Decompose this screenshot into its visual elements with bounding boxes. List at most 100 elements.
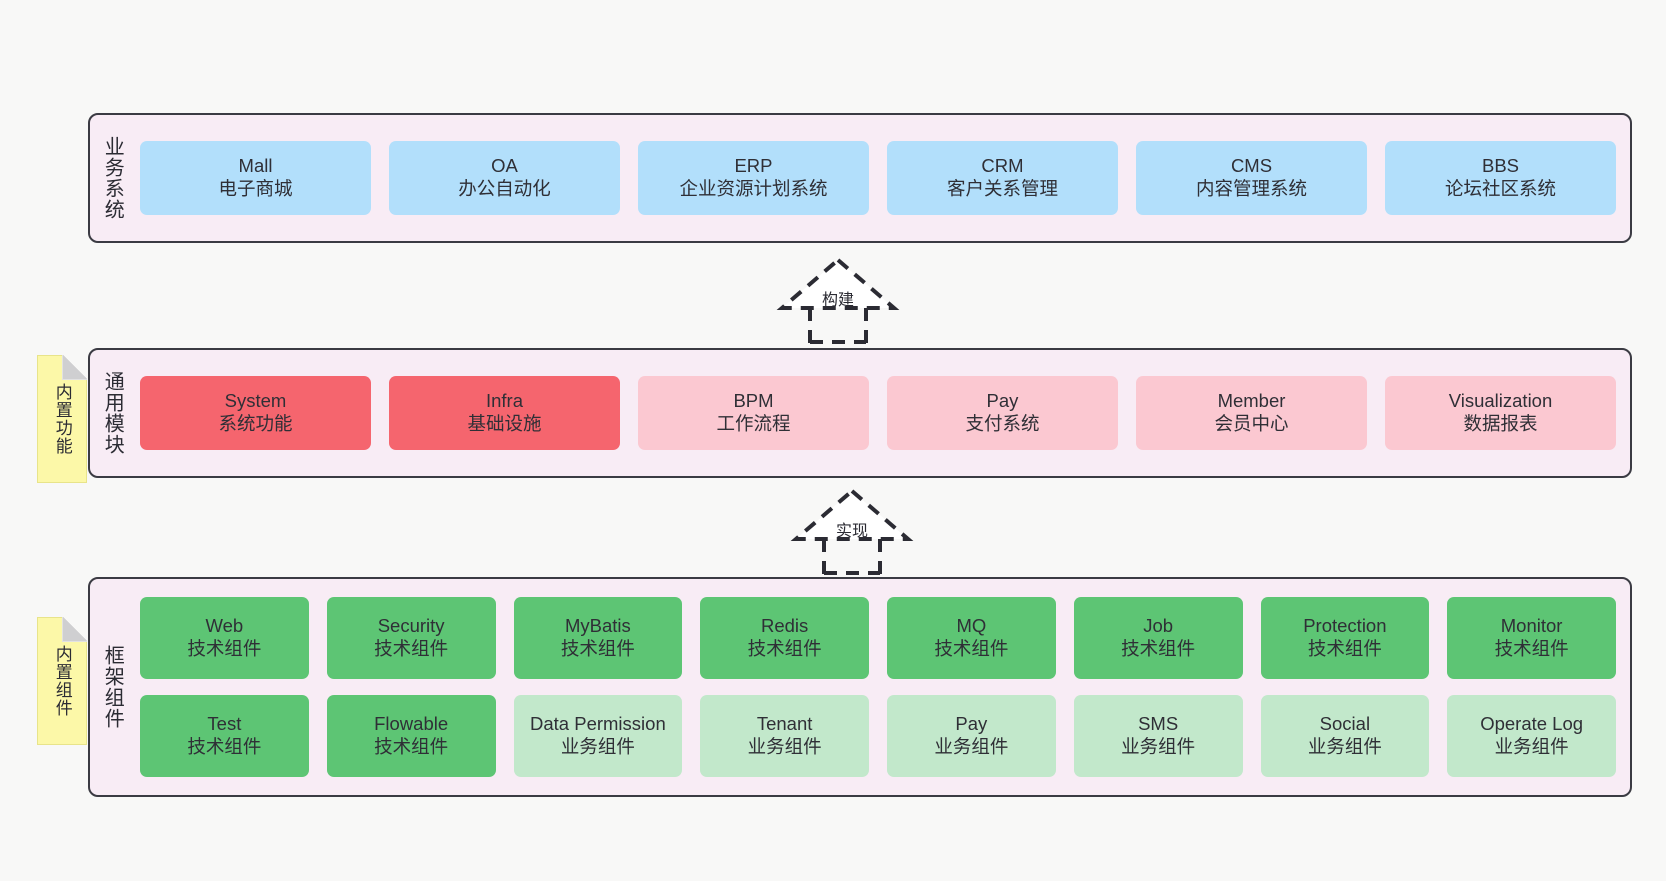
connector-realize-arrow [790, 488, 914, 575]
card-subtitle: 内容管理系统 [1195, 178, 1307, 199]
card-subtitle: 系统功能 [218, 413, 293, 434]
framework-card-data-permission[interactable]: Data Permission 业务组件 [513, 695, 683, 777]
framework-tech-row: Web 技术组件 Security 技术组件 MyBatis 技术组件 Redi… [140, 597, 1616, 679]
framework-card-redis[interactable]: Redis 技术组件 [700, 597, 869, 679]
card-title: Member [1217, 390, 1286, 412]
card-title: Pay [986, 390, 1019, 412]
module-card-pay[interactable]: Pay 支付系统 [887, 376, 1118, 450]
layer-business-title: 业务系统 [101, 136, 124, 220]
generalization-triangle-icon [776, 257, 900, 310]
card-title: MyBatis [564, 615, 631, 637]
sticky-note-builtin-features: 内置功能 [37, 355, 87, 483]
dashed-stem [808, 308, 868, 344]
card-title: Security [377, 615, 445, 637]
layer-modules-body: System 系统功能 Infra 基础设施 BPM 工作流程 Pay 支付系统… [134, 350, 1630, 476]
module-card-system[interactable]: System 系统功能 [140, 376, 371, 450]
card-subtitle: 技术组件 [374, 638, 449, 659]
business-card-erp[interactable]: ERP 企业资源计划系统 [638, 141, 869, 215]
connector-build: 构建 [758, 257, 918, 344]
layer-framework-components: 框架组件 Web 技术组件 Security 技术组件 MyBatis 技术组件… [88, 577, 1632, 797]
framework-card-flowable[interactable]: Flowable 技术组件 [326, 695, 496, 777]
card-subtitle: 技术组件 [747, 638, 822, 659]
modules-row: System 系统功能 Infra 基础设施 BPM 工作流程 Pay 支付系统… [140, 376, 1616, 450]
card-title: Test [207, 713, 242, 735]
card-title: Redis [760, 615, 809, 637]
card-subtitle: 工作流程 [716, 413, 791, 434]
module-card-visualization[interactable]: Visualization 数据报表 [1385, 376, 1616, 450]
dashed-stem [822, 539, 882, 575]
connector-build-arrow [776, 257, 900, 344]
card-title: Job [1143, 615, 1174, 637]
card-subtitle: 基础设施 [467, 413, 542, 434]
card-title: BBS [1481, 155, 1520, 177]
business-card-cms[interactable]: CMS 内容管理系统 [1136, 141, 1367, 215]
card-subtitle: 技术组件 [1307, 638, 1382, 659]
framework-biz-row: Test 技术组件 Flowable 技术组件 Data Permission … [140, 695, 1616, 777]
card-title: Flowable [374, 713, 449, 735]
module-card-bpm[interactable]: BPM 工作流程 [638, 376, 869, 450]
framework-card-operate-log[interactable]: Operate Log 业务组件 [1447, 695, 1616, 777]
framework-card-protection[interactable]: Protection 技术组件 [1260, 597, 1430, 679]
framework-card-pay[interactable]: Pay 业务组件 [887, 695, 1056, 777]
connector-build-label: 构建 [821, 292, 855, 309]
layer-common-modules: 通用模块 System 系统功能 Infra 基础设施 BPM 工作流程 Pay… [88, 348, 1632, 478]
card-title: Web [205, 615, 244, 637]
module-card-member[interactable]: Member 会员中心 [1136, 376, 1367, 450]
card-subtitle: 业务组件 [934, 736, 1009, 757]
card-subtitle: 业务组件 [1307, 736, 1382, 757]
card-title: Operate Log [1480, 713, 1584, 735]
layer-business-body: Mall 电子商城 OA 办公自动化 ERP 企业资源计划系统 CRM 客户关系… [134, 115, 1630, 241]
framework-card-security[interactable]: Security 技术组件 [326, 597, 496, 679]
card-title: Pay [955, 713, 988, 735]
card-title: Monitor [1500, 615, 1563, 637]
card-title: Data Permission [530, 713, 666, 735]
card-title: ERP [734, 155, 773, 177]
card-subtitle: 办公自动化 [458, 178, 551, 199]
card-subtitle: 技术组件 [1494, 638, 1569, 659]
layer-business-system: 业务系统 Mall 电子商城 OA 办公自动化 ERP 企业资源计划系统 CRM… [88, 113, 1632, 243]
card-subtitle: 企业资源计划系统 [679, 178, 828, 199]
module-card-infra[interactable]: Infra 基础设施 [389, 376, 620, 450]
framework-card-web[interactable]: Web 技术组件 [140, 597, 309, 679]
card-title: MQ [956, 615, 987, 637]
framework-card-job[interactable]: Job 技术组件 [1073, 597, 1243, 679]
business-card-crm[interactable]: CRM 客户关系管理 [887, 141, 1118, 215]
business-row: Mall 电子商城 OA 办公自动化 ERP 企业资源计划系统 CRM 客户关系… [140, 141, 1616, 215]
card-title: BPM [733, 390, 774, 412]
business-card-bbs[interactable]: BBS 论坛社区系统 [1385, 141, 1616, 215]
card-title: SMS [1138, 713, 1179, 735]
generalization-triangle-icon [790, 488, 914, 541]
framework-card-monitor[interactable]: Monitor 技术组件 [1447, 597, 1616, 679]
card-title: System [224, 390, 287, 412]
layer-framework-title: 框架组件 [101, 645, 124, 729]
framework-card-test[interactable]: Test 技术组件 [140, 695, 309, 777]
card-subtitle: 技术组件 [187, 736, 262, 757]
connector-realize-label: 实现 [835, 523, 869, 540]
sticky-note-builtin-components: 内置组件 [37, 617, 87, 745]
card-subtitle: 技术组件 [1121, 638, 1196, 659]
framework-card-mybatis[interactable]: MyBatis 技术组件 [513, 597, 683, 679]
card-title: Social [1319, 713, 1371, 735]
card-subtitle: 客户关系管理 [946, 178, 1058, 199]
card-subtitle: 论坛社区系统 [1444, 178, 1556, 199]
card-subtitle: 会员中心 [1214, 413, 1289, 434]
card-subtitle: 业务组件 [1494, 736, 1569, 757]
business-card-oa[interactable]: OA 办公自动化 [389, 141, 620, 215]
card-title: Protection [1303, 615, 1387, 637]
business-card-mall[interactable]: Mall 电子商城 [140, 141, 371, 215]
card-subtitle: 支付系统 [965, 413, 1040, 434]
framework-card-tenant[interactable]: Tenant 业务组件 [700, 695, 869, 777]
card-subtitle: 业务组件 [747, 736, 822, 757]
layer-modules-title: 通用模块 [101, 371, 124, 455]
framework-card-social[interactable]: Social 业务组件 [1260, 695, 1430, 777]
framework-card-sms[interactable]: SMS 业务组件 [1073, 695, 1243, 777]
card-subtitle: 技术组件 [934, 638, 1009, 659]
card-title: Tenant [756, 713, 813, 735]
card-title: Visualization [1448, 390, 1553, 412]
card-subtitle: 电子商城 [218, 178, 293, 199]
card-title: CMS [1230, 155, 1273, 177]
card-subtitle: 技术组件 [187, 638, 262, 659]
card-title: Mall [238, 155, 273, 177]
framework-card-mq[interactable]: MQ 技术组件 [887, 597, 1056, 679]
